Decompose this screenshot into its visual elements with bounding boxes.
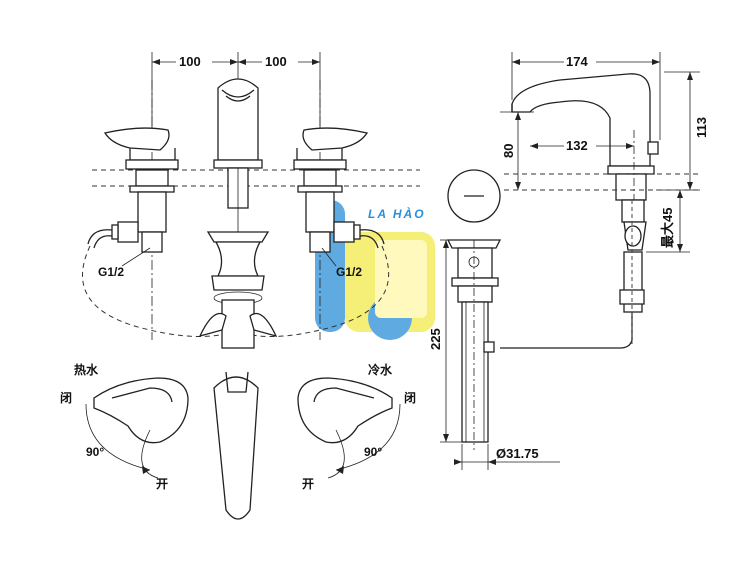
dim-spout-length: 174 xyxy=(566,54,588,69)
label-angle-left: 90° xyxy=(86,445,104,459)
dim-drain-length: 225 xyxy=(428,328,443,350)
right-handle-valve xyxy=(293,127,385,253)
label-angle-right: 90° xyxy=(364,445,382,459)
dim-max-thickness: 最大45 xyxy=(660,208,675,248)
left-handle-valve xyxy=(87,127,179,253)
label-open-left: 开 xyxy=(156,477,168,491)
top-spacing-dimensions xyxy=(151,52,321,128)
dim-total-height: 113 xyxy=(694,117,709,138)
label-connection-right: G1/2 xyxy=(336,265,362,279)
label-close-left: 闭 xyxy=(60,390,72,405)
label-connection-left: G1/2 xyxy=(98,265,124,279)
drain-plug-topview xyxy=(447,169,501,223)
dim-right-spacing: 100 xyxy=(265,54,287,69)
side-dimensions xyxy=(500,52,700,253)
left-handle-topview xyxy=(85,377,189,479)
dim-spout-height: 80 xyxy=(501,144,516,158)
label-cold-water: 冷水 xyxy=(368,362,393,377)
dim-left-spacing: 100 xyxy=(179,54,201,69)
label-close-right: 闭 xyxy=(404,390,416,405)
label-open-right: 开 xyxy=(302,477,314,491)
dim-spout-reach: 132 xyxy=(566,138,588,153)
watermark-logo xyxy=(315,200,435,340)
right-handle-topview xyxy=(297,377,401,479)
spout-sideview xyxy=(500,73,659,349)
spout-topview xyxy=(213,371,259,520)
watermark-text: LA HÀO xyxy=(368,206,426,221)
popup-drain xyxy=(440,239,560,470)
dim-drain-diameter: Ø31.75 xyxy=(496,446,539,461)
label-hot-water: 热水 xyxy=(74,362,99,377)
center-spout-front xyxy=(198,78,278,349)
